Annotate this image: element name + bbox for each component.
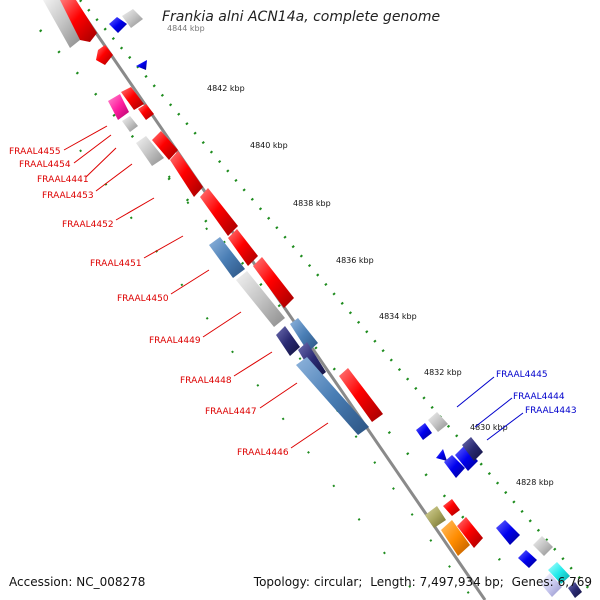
- label-fraal4446[interactable]: FRAAL4446: [237, 448, 289, 458]
- gene-gray-fraal4448[interactable]: [236, 271, 285, 327]
- label-fraal4444[interactable]: FRAAL4444: [513, 392, 565, 402]
- accession-info: Accession: NC_008278: [9, 575, 145, 589]
- label-fraal4449[interactable]: FRAAL4449: [149, 336, 201, 346]
- gene-blue-fraal4443[interactable]: [455, 446, 478, 471]
- topology-value: circular;: [313, 575, 363, 589]
- gene-steel-fraal4449[interactable]: [209, 237, 245, 278]
- genome-stats: Topology:circular; Length:7,497,934 bp; …: [250, 575, 592, 589]
- gene-red-small-1[interactable]: [96, 45, 113, 65]
- label-fraal4445[interactable]: FRAAL4445: [496, 370, 548, 380]
- gene-red-small-3[interactable]: [138, 104, 154, 120]
- inner-tick-ring-1: [39, 29, 501, 561]
- gene-gray-lower-right[interactable]: [533, 536, 553, 556]
- gene-blue-fraal4445[interactable]: [416, 423, 432, 440]
- ruler-label-4840: 4840 kbp: [250, 141, 288, 150]
- label-fraal4451[interactable]: FRAAL4451: [90, 259, 142, 269]
- ruler-label-4834: 4834 kbp: [379, 312, 417, 321]
- gene-lavender[interactable]: [540, 573, 562, 597]
- gene-blue-lower-right-2[interactable]: [518, 550, 537, 568]
- blue-leader-lines: [456, 376, 524, 441]
- ruler-label-4830: 4830 kbp: [470, 423, 508, 432]
- topology-label: Topology:: [253, 575, 310, 589]
- gene-red-fraal4448[interactable]: [253, 257, 294, 308]
- label-fraal4454[interactable]: FRAAL4454: [19, 160, 71, 170]
- length-label: Length:: [370, 575, 416, 589]
- ruler-label-4838: 4838 kbp: [293, 199, 331, 208]
- gene-red-fraal4450[interactable]: [228, 229, 258, 266]
- gene-blue-top[interactable]: [109, 17, 127, 33]
- gene-red-fraal4451[interactable]: [200, 188, 238, 236]
- gene-gray-fraal4445[interactable]: [428, 412, 448, 432]
- inner-tick-ring-3: [79, 149, 421, 600]
- gene-red-fraal4452-a[interactable]: [152, 131, 178, 160]
- label-fraal4443[interactable]: FRAAL4443: [525, 406, 577, 416]
- gene-orange[interactable]: [441, 520, 470, 556]
- gene-gray-top-left[interactable]: [43, 0, 80, 48]
- label-fraal4448[interactable]: FRAAL4448: [180, 376, 232, 386]
- gene-steel-fraal4447[interactable]: [290, 318, 318, 352]
- gene-red-fraal4446[interactable]: [339, 368, 383, 422]
- map-title: Frankia alni ACN14a, complete genome: [162, 9, 441, 25]
- label-fraal4455[interactable]: FRAAL4455: [9, 147, 61, 157]
- gene-navy-fraal4443[interactable]: [462, 437, 483, 461]
- red-leader-lines: [63, 125, 329, 449]
- gene-blue-fraal4444[interactable]: [444, 455, 465, 478]
- gene-navy-bottom-right[interactable]: [568, 582, 582, 598]
- gene-gray-fraal4441[interactable]: [122, 116, 138, 132]
- label-fraal4447[interactable]: FRAAL4447: [205, 407, 257, 417]
- gene-blue-fraal4444-small[interactable]: [436, 449, 447, 461]
- ruler-label-4828: 4828 kbp: [516, 478, 554, 487]
- gene-olive[interactable]: [425, 506, 446, 528]
- gene-red-lower-left[interactable]: [443, 499, 460, 516]
- gene-red-fraal4452-b[interactable]: [170, 151, 203, 197]
- gene-blue-lower-right[interactable]: [496, 520, 520, 545]
- label-fraal4441[interactable]: FRAAL4441: [37, 175, 89, 185]
- ruler-label-4832: 4832 kbp: [424, 368, 462, 377]
- gene-navy-fraal4447[interactable]: [276, 326, 300, 356]
- accession-value: NC_008278: [76, 575, 146, 589]
- gene-cyan[interactable]: [548, 562, 570, 584]
- gene-gray-top-right[interactable]: [122, 9, 143, 28]
- gene-steel-fraal4446[interactable]: [296, 357, 369, 435]
- accession-label: Accession:: [9, 575, 73, 589]
- gene-red-bottom-left[interactable]: [457, 517, 483, 548]
- gene-red-small-2[interactable]: [121, 87, 144, 110]
- genes-value: 6,769: [557, 575, 592, 589]
- gene-gray-fraal4453[interactable]: [136, 136, 164, 166]
- ruler-label-4836: 4836 kbp: [336, 256, 374, 265]
- ruler-label-4844: 4844 kbp: [167, 24, 205, 33]
- length-value: 7,497,934 bp;: [419, 575, 504, 589]
- genes-label: Genes:: [511, 575, 554, 589]
- label-fraal4452[interactable]: FRAAL4452: [62, 220, 114, 230]
- gene-blue-small-arrow[interactable]: [136, 60, 147, 70]
- gene-navy-fraal4446[interactable]: [298, 342, 326, 380]
- label-fraal4453[interactable]: FRAAL4453: [42, 191, 94, 201]
- gene-pink-fraal4455[interactable]: [108, 94, 129, 120]
- ruler-label-4842: 4842 kbp: [207, 84, 245, 93]
- gene-red-top[interactable]: [60, 0, 97, 42]
- label-fraal4450[interactable]: FRAAL4450: [117, 294, 169, 304]
